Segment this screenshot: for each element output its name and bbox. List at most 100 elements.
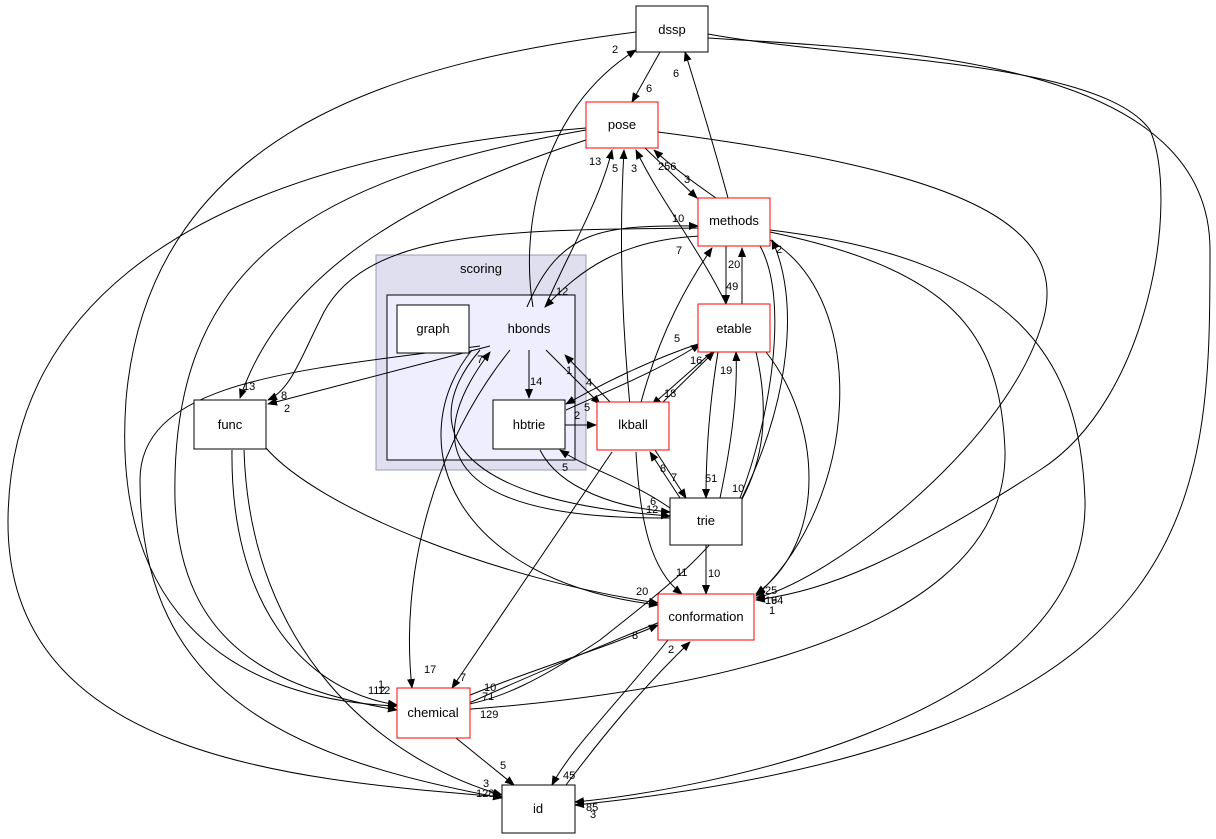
node-etable-box[interactable] — [697, 303, 771, 353]
edge-label[interactable]: 13 — [243, 381, 255, 393]
node-etable[interactable]: etable — [697, 303, 771, 353]
node-etable-label[interactable]: etable — [716, 321, 751, 336]
edge-label[interactable]: 5 — [612, 163, 618, 175]
edge-label[interactable]: 25 — [765, 585, 777, 597]
edge-label[interactable]: 2 — [776, 244, 782, 256]
edge-label[interactable]: 6 — [650, 496, 656, 508]
node-lkball-box[interactable] — [596, 401, 670, 451]
node-methods[interactable]: methods — [697, 197, 771, 247]
edge-label[interactable]: 1 — [378, 679, 384, 691]
edge-label[interactable]: 11 — [676, 567, 687, 579]
node-graph-label[interactable]: graph — [416, 321, 449, 336]
edge-label[interactable]: 10 — [672, 213, 684, 225]
edge-label[interactable]: 8 — [660, 463, 666, 475]
edge-label[interactable]: 94 — [771, 595, 783, 607]
node-dssp-label[interactable]: dssp — [658, 22, 685, 37]
edge-label[interactable]: 5 — [584, 402, 590, 414]
edge-label[interactable]: 5 — [500, 760, 506, 772]
edge-label[interactable]: 12 — [378, 685, 390, 697]
edge-label[interactable]: 2 — [574, 410, 580, 422]
edge-label[interactable]: 5 — [562, 462, 568, 474]
edge-label[interactable]: 16 — [690, 355, 702, 367]
node-chemical[interactable]: chemical — [396, 687, 471, 739]
node-hbonds-label[interactable]: hbonds — [508, 321, 551, 336]
node-trie-label[interactable]: trie — [697, 513, 715, 528]
node-lkball-label[interactable]: lkball — [618, 417, 648, 432]
node-methods-label[interactable]: methods — [709, 213, 759, 228]
edge-label[interactable]: 85 — [586, 802, 598, 814]
edge-pose-conformation — [657, 131, 1048, 600]
edge-label[interactable]: 256 — [658, 161, 676, 173]
edge-label[interactable]: 4 — [586, 377, 592, 389]
edge-label[interactable]: 71 — [482, 691, 494, 703]
node-id-label[interactable]: id — [533, 801, 543, 816]
edge-label[interactable]: 1 — [769, 605, 775, 617]
edge-label[interactable]: 10 — [732, 483, 744, 495]
edge-label[interactable]: 49 — [726, 281, 738, 293]
edge-label[interactable]: 6 — [646, 83, 652, 95]
edge-label[interactable]: 129 — [480, 709, 498, 721]
edge-label[interactable]: 14 — [530, 376, 542, 388]
edge-label[interactable]: 112 — [368, 685, 386, 697]
node-trie[interactable]: trie — [669, 497, 743, 546]
node-chemical-box[interactable] — [396, 687, 471, 739]
node-dssp-box[interactable] — [635, 5, 709, 53]
node-graph-box[interactable] — [396, 304, 470, 354]
node-lkball[interactable]: lkball — [596, 401, 670, 451]
node-id[interactable]: id — [501, 784, 576, 834]
node-hbtrie-box[interactable] — [492, 399, 566, 450]
edge-label[interactable]: 3 — [684, 174, 690, 186]
node-conformation[interactable]: conformation — [657, 593, 755, 641]
node-func-label[interactable]: func — [218, 417, 243, 432]
edge-label[interactable]: 12 — [556, 286, 568, 298]
edge-label[interactable]: 51 — [705, 473, 717, 485]
edge-label[interactable]: 13 — [589, 156, 601, 168]
edge-dssp-pose — [631, 51, 661, 103]
edge-label[interactable]: 7 — [460, 672, 466, 684]
node-hbonds[interactable]: hbonds — [508, 321, 551, 336]
edge-label[interactable]: 17 — [424, 664, 436, 676]
node-hbtrie[interactable]: hbtrie — [492, 399, 566, 450]
edge-label[interactable]: 3 — [483, 778, 489, 790]
node-graph[interactable]: graph — [396, 304, 470, 354]
edge-label[interactable]: 6 — [673, 68, 679, 80]
edge-label[interactable]: 10 — [708, 568, 720, 580]
edge-label[interactable]: 20 — [728, 259, 740, 271]
node-pose-box[interactable] — [585, 101, 659, 149]
node-conformation-label[interactable]: conformation — [668, 609, 743, 624]
node-dssp[interactable]: dssp — [635, 5, 709, 53]
node-pose[interactable]: pose — [585, 101, 659, 149]
edge-label[interactable]: 2 — [668, 644, 674, 656]
edge-label[interactable]: 3 — [590, 809, 596, 821]
node-func-box[interactable] — [193, 399, 267, 450]
node-methods-box[interactable] — [697, 197, 771, 247]
edge-label[interactable]: 16 — [765, 595, 777, 607]
edge-label[interactable]: 5 — [674, 333, 680, 345]
node-id-box[interactable] — [501, 784, 576, 834]
node-trie-box[interactable] — [669, 497, 743, 546]
edge-dssp-id — [574, 37, 1211, 809]
edge-label[interactable]: 20 — [636, 586, 648, 598]
edge-label[interactable]: 7 — [671, 472, 677, 484]
edge-label[interactable]: 18 — [664, 388, 676, 400]
node-hbtrie-label[interactable]: hbtrie — [513, 417, 546, 432]
edge-label[interactable]: 45 — [563, 770, 575, 782]
edge-chemical-conformation — [457, 624, 659, 701]
edge-label[interactable]: 8 — [632, 630, 638, 642]
edge-label[interactable]: 2 — [284, 403, 290, 415]
node-pose-label[interactable]: pose — [608, 117, 636, 132]
edge-label[interactable]: 10 — [484, 682, 496, 694]
edge-label[interactable]: 8 — [281, 390, 287, 402]
edge-label[interactable]: 19 — [720, 365, 732, 377]
edge-label[interactable]: 1 — [566, 365, 572, 377]
node-func[interactable]: func — [193, 399, 267, 450]
cluster-scoring-label[interactable]: scoring — [460, 261, 502, 276]
edge-label[interactable]: 2 — [612, 44, 618, 56]
edge-label[interactable]: 3 — [631, 163, 637, 175]
edge-label[interactable]: 12 — [646, 504, 658, 516]
edge-label[interactable]: 7 — [477, 354, 483, 366]
node-conformation-box[interactable] — [657, 593, 755, 641]
edge-label[interactable]: 128 — [476, 788, 494, 800]
node-chemical-label[interactable]: chemical — [407, 705, 458, 720]
edge-label[interactable]: 7 — [676, 245, 682, 257]
